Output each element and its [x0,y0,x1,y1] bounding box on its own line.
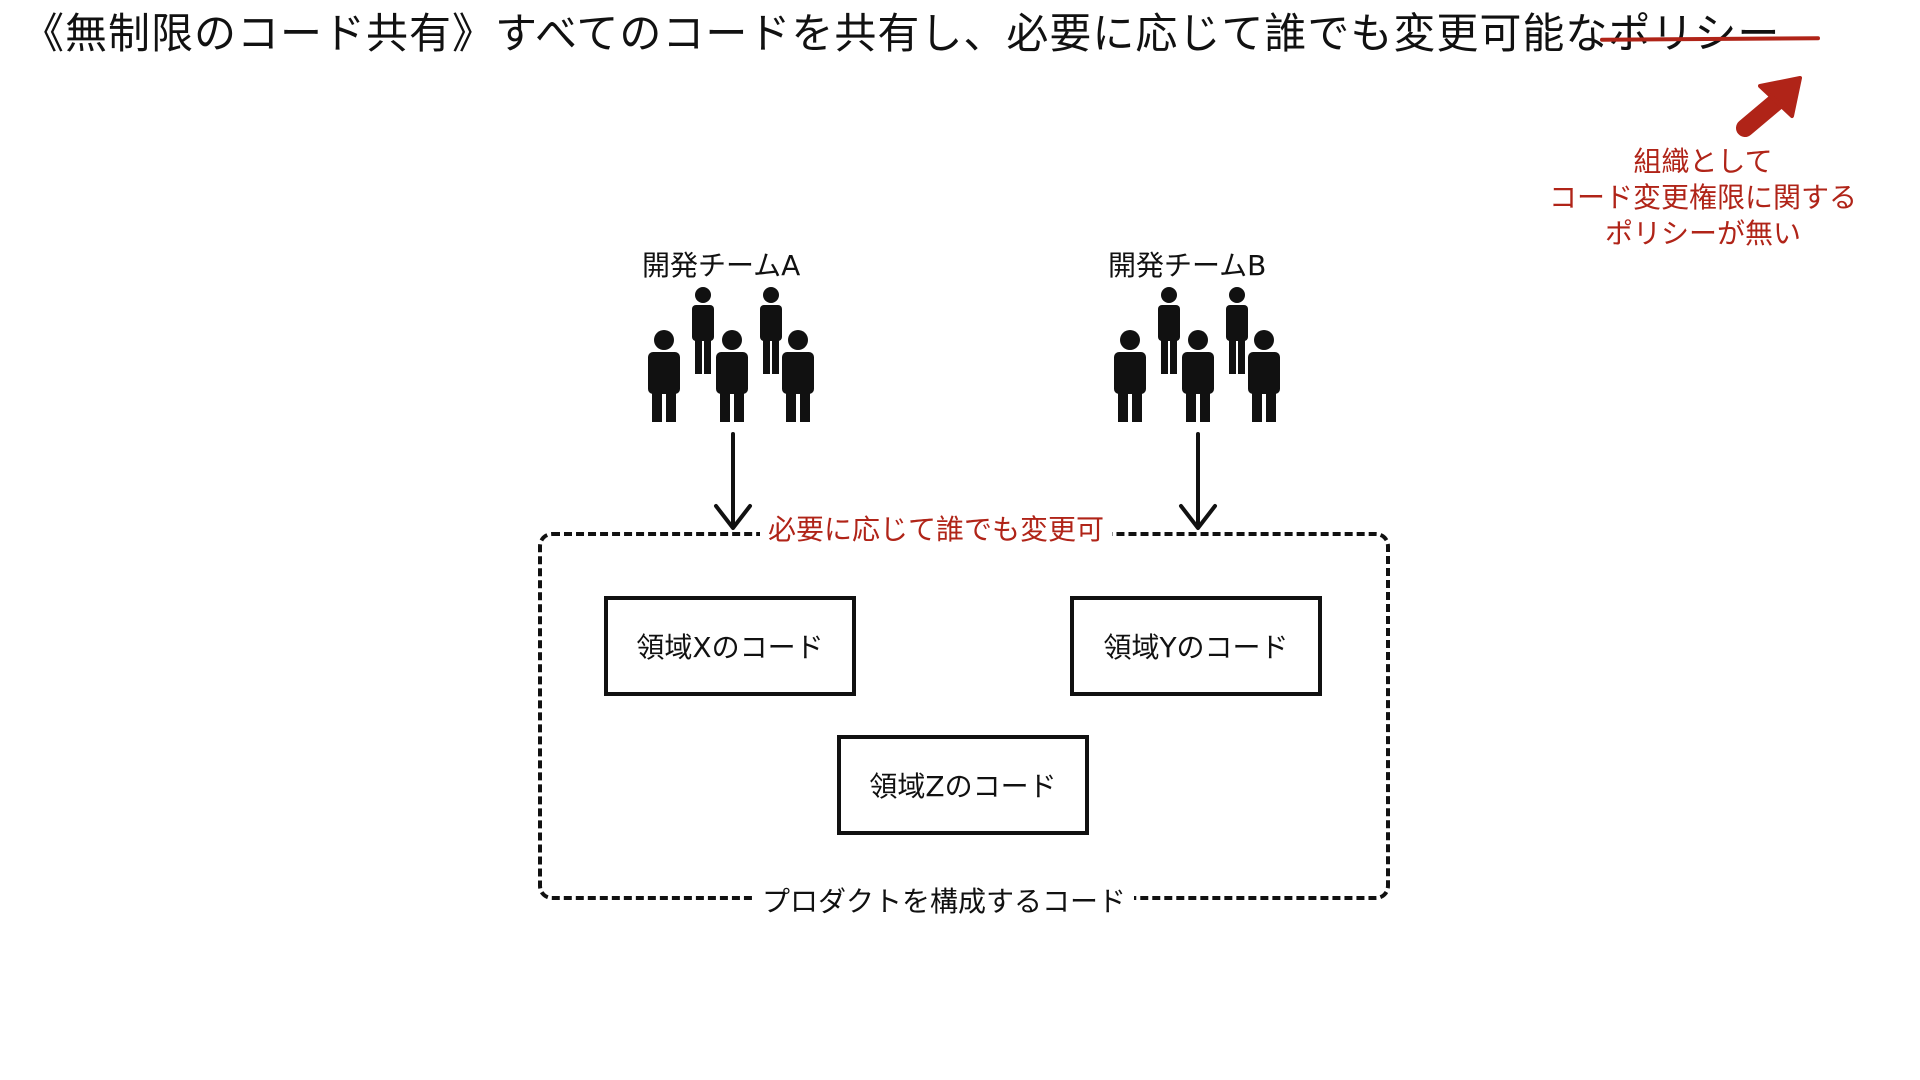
product-code-container [538,532,1390,900]
note-line-2: コード変更権限に関する [1548,181,1857,214]
title-main: 《無制限のコード共有》すべてのコードを共有し、必要に応じて誰でも変更可能な [22,9,1609,58]
people-group-icon [648,287,814,422]
code-area-y-box: 領域Yのコード [1070,596,1322,696]
title-struck-text: ポリシー [1608,9,1781,58]
code-area-y-label: 領域Yのコード [1103,631,1289,664]
note-line-3: ポリシーが無い [1604,217,1801,250]
team-a-label: 開発チームA [642,249,801,282]
people-group-icon [1114,287,1280,422]
code-area-z-box: 領域Zのコード [837,735,1089,835]
title-struck-word: ポリシー [1600,4,1821,64]
note-line-1: 組織として [1633,145,1773,178]
code-area-x-box: 領域Xのコード [604,596,856,696]
product-code-label: プロダクトを構成するコード [754,884,1135,920]
policy-label: 必要に応じて誰でも変更可 [760,510,1113,550]
team-b-label: 開発チームB [1108,249,1267,282]
policy-note: 組織として コード変更権限に関する ポリシーが無い [1528,144,1878,252]
slide-title: 《無制限のコード共有》すべてのコードを共有し、必要に応じて誰でも変更可能なポリシ… [22,4,1821,64]
code-area-z-label: 領域Zのコード [869,770,1057,803]
code-area-x-label: 領域Xのコード [636,631,824,664]
